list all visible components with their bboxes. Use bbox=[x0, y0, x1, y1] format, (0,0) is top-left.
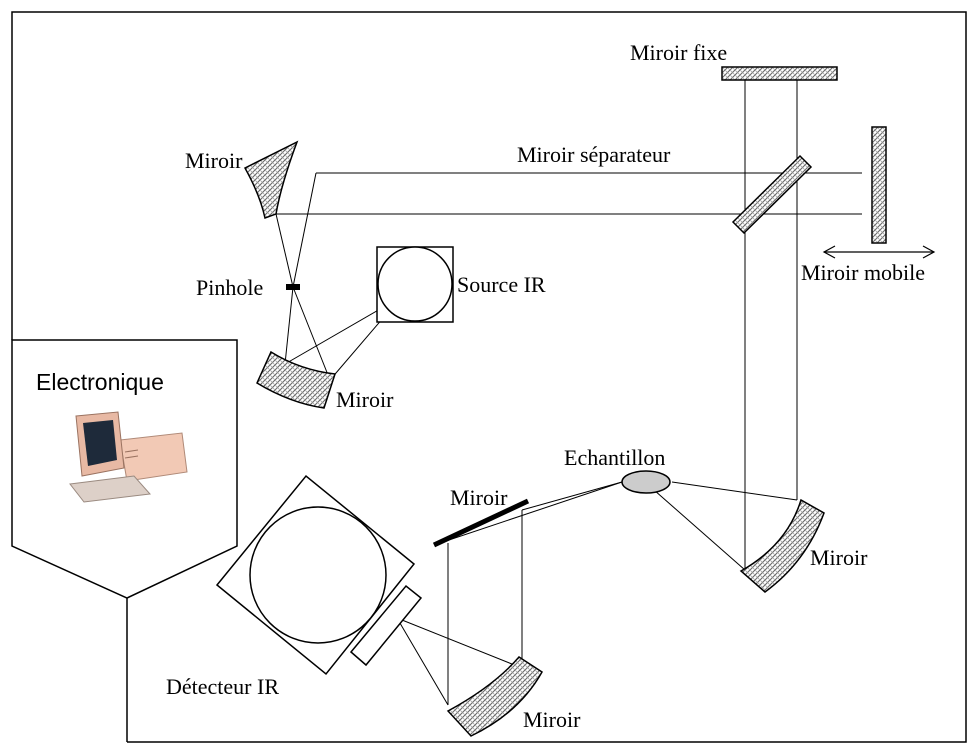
label-miroir-flat: Miroir bbox=[450, 485, 508, 510]
curved-mirror-top-left bbox=[243, 140, 299, 219]
label-pinhole: Pinhole bbox=[196, 275, 263, 300]
double-arrow-icon bbox=[822, 245, 936, 259]
beamsplitter-mirror bbox=[731, 154, 813, 235]
label-miroir-bottom: Miroir bbox=[523, 707, 581, 732]
curved-mirror-bottom-left bbox=[256, 350, 336, 409]
label-detecteur-ir: Détecteur IR bbox=[166, 674, 279, 699]
label-source-ir: Source IR bbox=[457, 272, 546, 297]
electronics-box bbox=[11, 339, 238, 599]
label-miroir-right: Miroir bbox=[810, 545, 868, 570]
fixed-mirror bbox=[721, 66, 838, 81]
label-miroir-top-left: Miroir bbox=[185, 148, 243, 173]
enclosure-frame bbox=[11, 11, 967, 743]
ir-detector bbox=[215, 474, 423, 676]
beam-paths bbox=[275, 80, 862, 706]
desktop-computer-icon bbox=[69, 411, 188, 503]
pinhole bbox=[286, 284, 300, 290]
sample bbox=[621, 470, 671, 494]
moving-mirror[interactable] bbox=[871, 126, 887, 244]
label-miroir-separateur: Miroir séparateur bbox=[517, 142, 671, 167]
label-miroir-bottom-left: Miroir bbox=[336, 387, 394, 412]
label-miroir-mobile: Miroir mobile bbox=[801, 260, 925, 285]
ir-source bbox=[376, 246, 454, 323]
curved-mirror-bottom bbox=[446, 656, 543, 737]
curved-mirror-right bbox=[739, 498, 825, 593]
label-echantillon: Echantillon bbox=[564, 445, 665, 470]
label-electronique: Electronique bbox=[36, 369, 164, 395]
label-miroir-fixe: Miroir fixe bbox=[630, 40, 727, 65]
flat-mirror bbox=[432, 498, 530, 548]
